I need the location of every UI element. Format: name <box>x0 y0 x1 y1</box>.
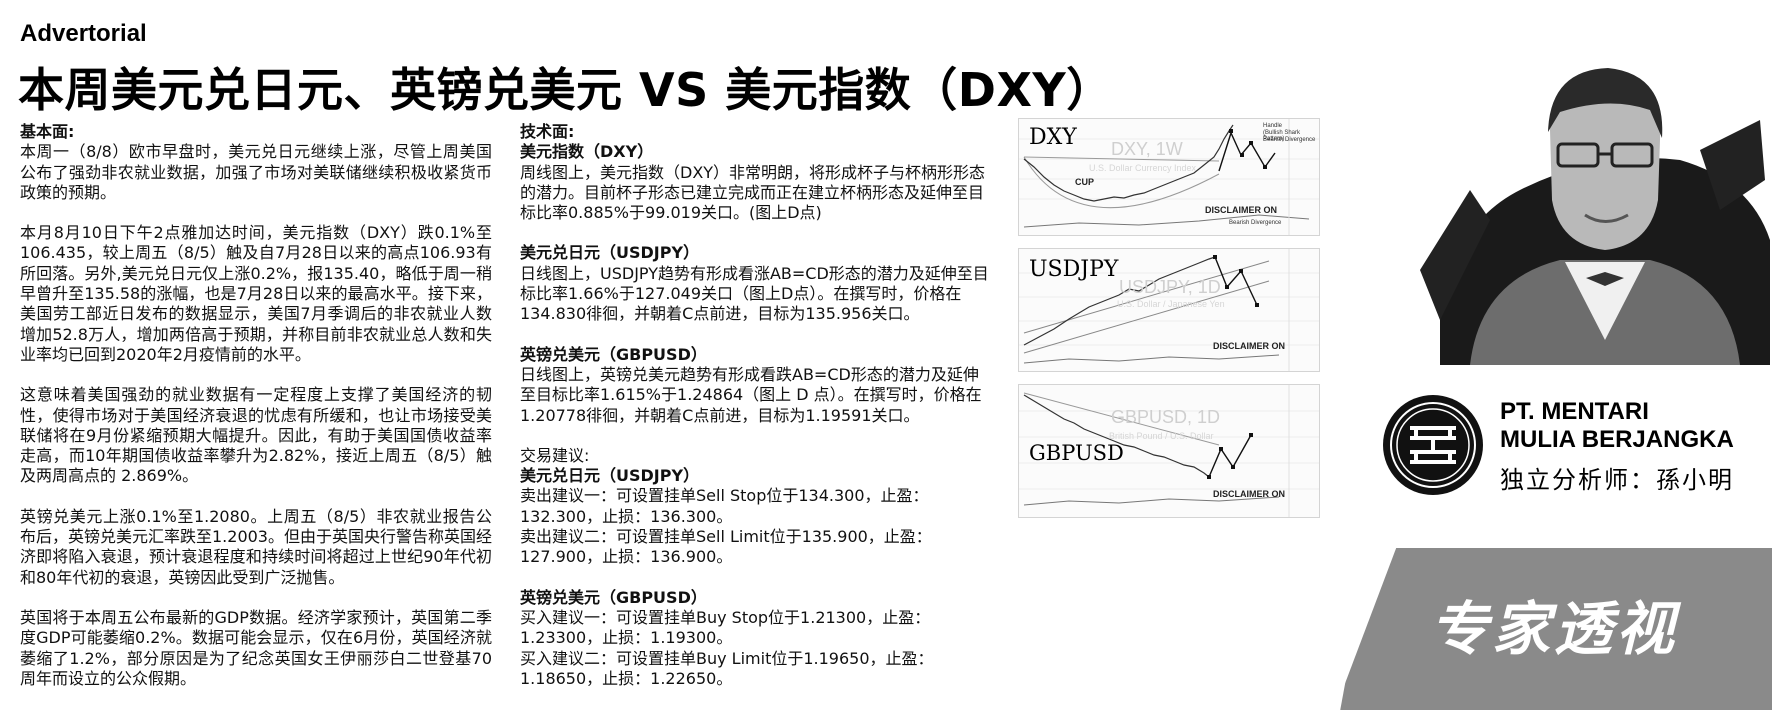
usdjpy-chart-watermark: USDJPY, 1D <box>1119 277 1221 297</box>
trading-gbpusd-suggestion-2: 买入建议二：可设置挂单Buy Limit位于1.19650，止盈：1.18650… <box>520 648 934 688</box>
technical-column: 技术面: 美元指数（DXY） 周线图上，美元指数（DXY）非常明朗，将形成杯子与… <box>520 122 992 689</box>
trading-heading: 交易建议: <box>520 445 590 465</box>
dxy-divergence-note-2: Bearish Divergence <box>1229 220 1282 226</box>
fundamental-column: 基本面: 本周一（8/8）欧市早盘时，美元兑日元继续上涨，尽管上周美国公布了强劲… <box>20 122 492 689</box>
usdjpy-chart-graphic <box>1019 249 1319 371</box>
trading-usdjpy-suggestion-1: 卖出建议一：可设置挂单Sell Stop位于134.300，止盈：132.300… <box>520 486 929 526</box>
gbpusd-chart-watermark: GBPUSD, 1D <box>1111 407 1221 427</box>
gbpusd-disclaimer: DISCLAIMER ON <box>1213 489 1285 499</box>
dxy-cup-label: CUP <box>1075 177 1095 187</box>
dxy-chart-label: DXY <box>1029 125 1077 150</box>
fundamental-paragraph-3: 这意味着美国强劲的就业数据有一定程度上支撑了美国经济的韧性，使得市场对于美国经济… <box>20 385 492 486</box>
chart-stack: DXY DXY, 1W U.S. Dollar Currency Index C… <box>1018 118 1320 518</box>
dxy-chart-subtitle: U.S. Dollar Currency Index <box>1089 163 1197 173</box>
fundamental-paragraph-4: 英镑兑美元上涨0.1%至1.2080。上周五（8/5）非农就业报告公布后，英镑兑… <box>20 506 492 587</box>
company-name: PT. MENTARI MULIA BERJANGKA <box>1500 398 1734 454</box>
dxy-divergence-note: Bearish Divergence <box>1263 137 1316 143</box>
company-logo-icon <box>1383 395 1483 495</box>
analyst-portrait <box>1420 68 1770 365</box>
advertorial-label: Advertorial <box>20 20 147 47</box>
usdjpy-disclaimer: DISCLAIMER ON <box>1213 341 1285 351</box>
usdjpy-chart-label: USDJPY <box>1029 257 1119 282</box>
banner-title: 专家透视 <box>1430 595 1679 663</box>
page-title: 本周美元兑日元、英镑兑美元 VS 美元指数（DXY） <box>18 63 1113 117</box>
trading-usdjpy-suggestion-2: 卖出建议二：可设置挂单Sell Limit位于135.900，止盈：127.90… <box>520 527 932 567</box>
trading-usdjpy-subheading: 美元兑日元（USDJPY） <box>520 466 700 486</box>
dxy-shark-note: (Bullish Shark Pattern) <box>1263 130 1301 142</box>
analyst-name: 独立分析师：孫小明 <box>1500 466 1734 494</box>
dxy-analysis: 周线图上，美元指数（DXY）非常明朗，将形成杯子与杯柄形形态的潜力。目前杯子形态… <box>520 162 986 223</box>
gbpusd-chart-graphic <box>1019 385 1319 517</box>
fundamental-paragraph-1: 本周一（8/8）欧市早盘时，美元兑日元继续上涨，尽管上周美国公布了强劲非农就业数… <box>20 142 492 202</box>
dxy-chart-graphic <box>1019 119 1319 235</box>
gbpusd-analysis: 日线图上，英镑兑美元趋势有形成看跌AB=CD形态的潜力及延伸至目标比率1.615… <box>520 364 982 425</box>
usdjpy-analysis: 日线图上，USDJPY趋势有形成看涨AB=CD形态的潜力及延伸至目标比率1.66… <box>520 263 989 324</box>
fundamental-heading: 基本面: <box>20 122 75 141</box>
company-name-line-1: PT. MENTARI <box>1500 398 1649 425</box>
dxy-handle-note: Handle <box>1263 123 1283 129</box>
usdjpy-chart-subtitle: U.S. Dollar / Japanese Yen <box>1117 299 1225 309</box>
dxy-chart-watermark: DXY, 1W <box>1111 139 1183 159</box>
fundamental-paragraph-5: 英国将于本周五公布最新的GDP数据。经济学家预计，英国第二季度GDP可能萎缩0.… <box>20 607 492 688</box>
dxy-chart: DXY DXY, 1W U.S. Dollar Currency Index C… <box>1018 118 1320 236</box>
company-name-line-2: MULIA BERJANGKA <box>1500 426 1734 453</box>
usdjpy-chart: USDJPY USDJPY, 1D U.S. Dollar / Japanese… <box>1018 248 1320 372</box>
banner-background <box>1335 548 1772 710</box>
usdjpy-subheading: 美元兑日元（USDJPY） <box>520 243 700 263</box>
dxy-disclaimer: DISCLAIMER ON <box>1205 205 1277 215</box>
gbpusd-chart: GBPUSD, 1D British Pound / U.S. Dollar G… <box>1018 384 1320 518</box>
gbpusd-chart-label: GBPUSD <box>1029 441 1124 465</box>
fundamental-paragraph-2: 本月8月10日下午2点雅加达时间，美元指数（DXY）跌0.1%至 106.435… <box>20 223 492 364</box>
dxy-subheading: 美元指数（DXY） <box>520 142 654 162</box>
technical-heading: 技术面: <box>520 122 575 141</box>
gbpusd-subheading: 英镑兑美元（GBPUSD） <box>520 344 707 364</box>
trading-gbpusd-subheading: 英镑兑美元（GBPUSD） <box>520 587 707 607</box>
trading-gbpusd-suggestion-1: 买入建议一：可设置挂单Buy Stop位于1.21300，止盈：1.23300，… <box>520 607 931 648</box>
gbpusd-chart-subtitle: British Pound / U.S. Dollar <box>1109 431 1214 441</box>
